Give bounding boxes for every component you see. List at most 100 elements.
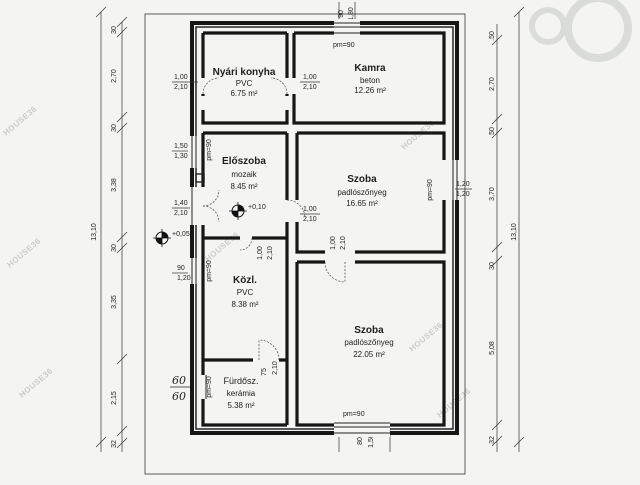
dim-label: 3,35 <box>111 295 118 309</box>
room-floor: beton <box>360 76 380 85</box>
pm-label: pm=90 <box>343 411 365 418</box>
room-floor: padlószőnyeg <box>344 338 393 347</box>
room-floor: padlószőnyeg <box>337 188 386 197</box>
svg-text:1,20: 1,20 <box>456 191 470 198</box>
svg-text:1,40: 1,40 <box>174 200 188 207</box>
openings <box>188 19 462 437</box>
pm-label: pm=90 <box>333 42 355 49</box>
total-height-label: 13,10 <box>91 223 98 241</box>
svg-text:1,00: 1,00 <box>303 206 317 213</box>
room-floor: PVC <box>236 79 253 88</box>
level-label: +0,10 <box>248 204 266 211</box>
dim-label: 30 <box>111 26 118 34</box>
svg-text:2,10: 2,10 <box>340 236 347 250</box>
dim-label: 2,15 <box>111 391 118 405</box>
svg-text:1,30: 1,30 <box>174 153 188 160</box>
svg-text:90: 90 <box>338 10 345 18</box>
watermark-text: HOUSE36 <box>436 386 473 419</box>
level-marker-plus-005: +0,05 <box>153 229 190 247</box>
dim-label: 2,70 <box>111 69 118 83</box>
dim-label: 32 <box>111 440 118 448</box>
chimney-icon <box>195 173 205 183</box>
handwritten-note: 60 <box>172 390 186 403</box>
room-area: 12.26 m² <box>354 86 386 95</box>
opening-labels: 1,00 2,10 1,00 2,10 1,50 1,30 1,40 2,10 … <box>172 74 472 376</box>
svg-text:2,10: 2,10 <box>303 84 317 91</box>
room-szoba-1: Szoba padlószőnyeg 16.65 m² <box>337 174 386 208</box>
parapet-labels: pm=90 pm=90 pm=90 pm=90 pm=90 pm=90 <box>206 42 434 418</box>
left-dimension-chain: 13,10 30 2,70 30 3,38 30 3,35 2,15 32 <box>91 6 128 452</box>
svg-text:2,10: 2,10 <box>272 361 279 375</box>
level-label: +0,05 <box>172 231 190 238</box>
svg-text:90: 90 <box>177 265 185 272</box>
room-name: Szoba <box>354 325 384 336</box>
dim-label: 5,08 <box>489 341 496 355</box>
room-floor: mozaik <box>231 170 257 179</box>
svg-text:1,20: 1,20 <box>456 181 470 188</box>
watermark-text: HOUSE36 <box>204 230 241 263</box>
dim-label: 2,70 <box>489 77 496 91</box>
room-eloszoba: Előszoba mozaik 8.45 m² <box>222 156 266 191</box>
right-dimension-chain: .50 2,70 50 3,70 30 5,08 32 13,10 <box>489 6 525 452</box>
dim-label: .50 <box>489 31 496 41</box>
pm-label: pm=90 <box>206 139 213 161</box>
watermark-logo-icon <box>564 0 632 62</box>
pm-label: pm=90 <box>206 376 213 398</box>
room-area: 8.38 m² <box>231 300 258 309</box>
door-swings <box>202 77 346 361</box>
svg-text:75: 75 <box>261 368 268 376</box>
dim-label: 30 <box>111 124 118 132</box>
svg-text:80: 80 <box>357 437 364 445</box>
room-name: Nyári konyha <box>213 67 276 78</box>
sheet-frame <box>144 13 466 475</box>
room-name: Fürdősz. <box>223 376 258 386</box>
svg-text:1,00: 1,00 <box>330 236 337 250</box>
svg-text:2,10: 2,10 <box>174 84 188 91</box>
svg-text:1,20: 1,20 <box>177 275 191 282</box>
room-area: 5.38 m² <box>227 401 254 410</box>
room-area: 8.45 m² <box>230 182 257 191</box>
exterior-walls <box>190 21 459 435</box>
watermark-text: HOUSE36 <box>18 366 55 399</box>
dim-label: 3,38 <box>111 178 118 192</box>
room-name: Előszoba <box>222 156 266 167</box>
total-height-label: 13,10 <box>511 223 518 241</box>
pm-label: pm=90 <box>206 260 213 282</box>
watermark-text: HOUSE36 <box>6 236 43 269</box>
svg-text:1,50: 1,50 <box>368 434 375 448</box>
room-kozl: Közl. PVC 8.38 m² <box>231 275 258 309</box>
dim-label: 50 <box>489 127 496 135</box>
watermark-logo-icon <box>529 7 567 45</box>
level-marker-plus-010: +0,10 <box>229 202 266 220</box>
room-szoba-2: Szoba padlószőnyeg 22.05 m² <box>344 325 393 359</box>
room-nyari-konyha: Nyári konyha PVC 6.75 m² <box>213 67 276 98</box>
room-name: Kamra <box>354 63 386 74</box>
svg-text:1,00: 1,00 <box>174 74 188 81</box>
svg-text:2,10: 2,10 <box>267 246 274 260</box>
svg-text:1,00: 1,00 <box>257 246 264 260</box>
dim-label: 30 <box>489 262 496 270</box>
svg-text:2,10: 2,10 <box>303 216 317 223</box>
handwritten-note: 60 <box>172 374 186 387</box>
room-floor: PVC <box>237 288 254 297</box>
handwritten-notes: 60 60 <box>170 374 190 403</box>
dim-label: 3,70 <box>489 187 496 201</box>
svg-text:1,50: 1,50 <box>174 143 188 150</box>
room-kamra: Kamra beton 12.26 m² <box>354 63 386 95</box>
dim-label: 30 <box>111 244 118 252</box>
watermark-text: HOUSE36 <box>2 104 39 137</box>
room-name: Közl. <box>233 275 257 286</box>
watermark-text: HOUSE36 <box>408 320 445 353</box>
dim-label: 32 <box>489 436 496 444</box>
pm-label: pm=90 <box>427 179 434 201</box>
svg-text:2,10: 2,10 <box>174 210 188 217</box>
room-furdoszoba: Fürdősz. kerámia 5.38 m² <box>223 376 258 410</box>
room-area: 6.75 m² <box>230 89 257 98</box>
room-name: Szoba <box>347 174 377 185</box>
svg-text:1,80: 1,80 <box>348 7 355 21</box>
room-floor: kerámia <box>227 389 256 398</box>
room-area: 16.65 m² <box>346 199 378 208</box>
room-area: 22.05 m² <box>353 350 385 359</box>
